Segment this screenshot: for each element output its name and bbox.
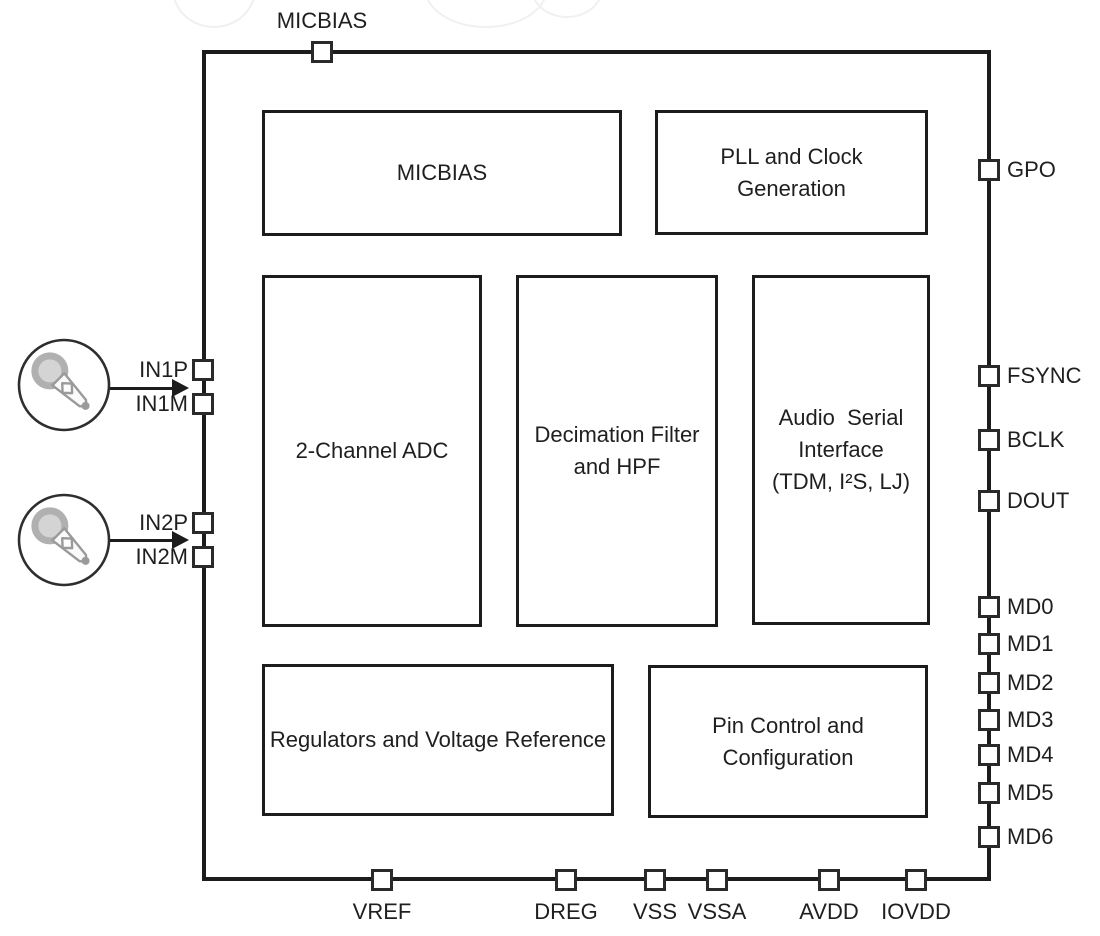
in2m-pin-label: IN2M — [135, 544, 188, 569]
regulators-block-label: Regulators and Voltage Reference — [269, 727, 607, 753]
pin-control-block-label: Pin Control and Configuration — [712, 712, 864, 770]
md1-pin — [978, 633, 1000, 655]
fsync-pin-label: FSYNC — [1007, 363, 1082, 388]
in2m-pin — [192, 546, 214, 568]
bclk-pin-label: BCLK — [1007, 427, 1065, 452]
audio-serial-interface-block-label: Audio Serial Interface (TDM, I²S, LJ) — [771, 405, 911, 494]
microphone-icon — [17, 338, 111, 432]
md0-pin-label: MD0 — [1007, 594, 1054, 619]
pll-clock-block: PLL and Clock Generation — [655, 110, 928, 235]
md5-pin — [978, 782, 1000, 804]
avdd-pin — [818, 869, 840, 891]
md3-pin-label: MD3 — [1007, 707, 1054, 732]
vssa-pin-label: VSSA — [687, 899, 747, 924]
micbias-pin — [311, 41, 333, 63]
vss-pin — [644, 869, 666, 891]
md2-pin — [978, 672, 1000, 694]
in1p-pin — [192, 359, 214, 381]
gpo-pin — [978, 159, 1000, 181]
ghost-artifact — [530, 0, 604, 18]
md4-pin — [978, 744, 1000, 766]
md3-pin — [978, 709, 1000, 731]
input-arrow-line — [106, 539, 174, 542]
microphone-icon — [17, 493, 111, 587]
iovdd-pin — [905, 869, 927, 891]
dout-pin — [978, 490, 1000, 512]
md4-pin-label: MD4 — [1007, 742, 1054, 767]
in2p-pin-label: IN2P — [139, 510, 188, 535]
md1-pin-label: MD1 — [1007, 631, 1054, 656]
regulators-block: Regulators and Voltage Reference — [262, 664, 614, 816]
vref-pin-label: VREF — [352, 899, 412, 924]
md0-pin — [978, 596, 1000, 618]
bclk-pin — [978, 429, 1000, 451]
decimation-filter-block: Decimation Filter and HPF — [516, 275, 718, 627]
dout-pin-label: DOUT — [1007, 488, 1070, 513]
decimation-filter-block-label: Decimation Filter and HPF — [534, 422, 700, 479]
pll-clock-block-label: PLL and Clock Generation — [720, 143, 863, 201]
input-arrow-head-icon — [172, 379, 189, 397]
ghost-artifact — [424, 0, 548, 28]
gpo-pin-label: GPO — [1007, 157, 1056, 182]
in1p-pin-label: IN1P — [139, 357, 188, 382]
input-arrow-line — [106, 387, 174, 390]
pin-control-block: Pin Control and Configuration — [648, 665, 928, 818]
vref-pin — [371, 869, 393, 891]
in2p-pin — [192, 512, 214, 534]
avdd-pin-label: AVDD — [799, 899, 859, 924]
adc-block: 2-Channel ADC — [262, 275, 482, 627]
micbias-block: MICBIAS — [262, 110, 622, 236]
iovdd-pin-label: IOVDD — [881, 899, 951, 924]
md2-pin-label: MD2 — [1007, 670, 1054, 695]
audio-serial-interface-block: Audio Serial Interface (TDM, I²S, LJ) — [752, 275, 930, 625]
in1m-pin — [192, 393, 214, 415]
dreg-pin-label: DREG — [534, 899, 598, 924]
md6-pin-label: MD6 — [1007, 824, 1054, 849]
fsync-pin — [978, 365, 1000, 387]
micbias-block-label: MICBIAS — [396, 160, 488, 186]
md5-pin-label: MD5 — [1007, 780, 1054, 805]
input-arrow-head-icon — [172, 531, 189, 549]
md6-pin — [978, 826, 1000, 848]
vssa-pin — [706, 869, 728, 891]
micbias-pin-label: MICBIAS — [276, 8, 368, 33]
in1m-pin-label: IN1M — [135, 391, 188, 416]
dreg-pin — [555, 869, 577, 891]
vss-pin-label: VSS — [632, 899, 678, 924]
adc-block-label: 2-Channel ADC — [295, 438, 449, 464]
